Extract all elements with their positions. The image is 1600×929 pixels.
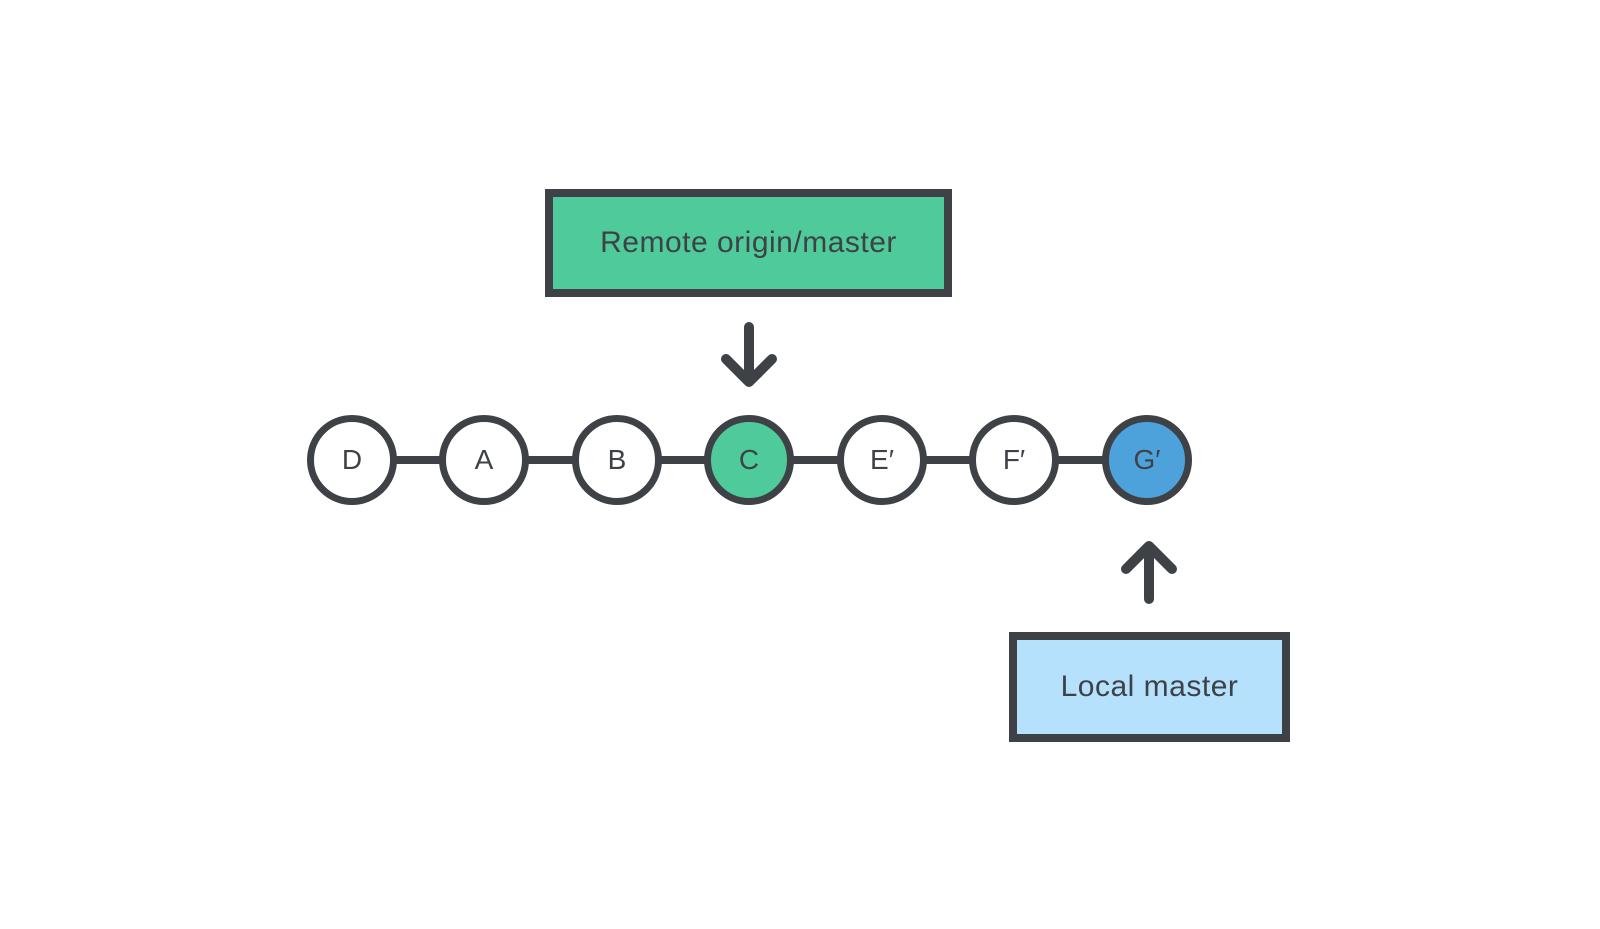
commit-node-b-label: B [607,444,627,475]
commit-node-g-prime-label: G′ [1133,444,1161,475]
remote-branch-label: Remote origin/master [545,189,952,297]
commit-node-a-label: A [474,444,494,475]
commit-node-d: D [307,415,397,505]
commit-node-f-prime: F′ [969,415,1059,505]
up-arrow-icon [1121,541,1177,604]
commit-node-b: B [572,415,662,505]
commit-node-a: A [439,415,529,505]
local-branch-label: Local master [1009,632,1290,742]
commit-node-d-label: D [341,444,363,475]
commit-node-f-prime-label: F′ [1002,444,1026,475]
commit-node-e-prime: E′ [837,415,927,505]
local-branch-label-text: Local master [1060,670,1239,703]
commit-node-e-prime-label: E′ [870,444,894,475]
down-arrow-icon [721,322,777,387]
remote-branch-label-text: Remote origin/master [600,226,897,259]
commit-node-c-remote-head: C [704,415,794,505]
commit-node-c-label: C [738,444,760,475]
commit-node-g-prime-local-head: G′ [1102,415,1192,505]
